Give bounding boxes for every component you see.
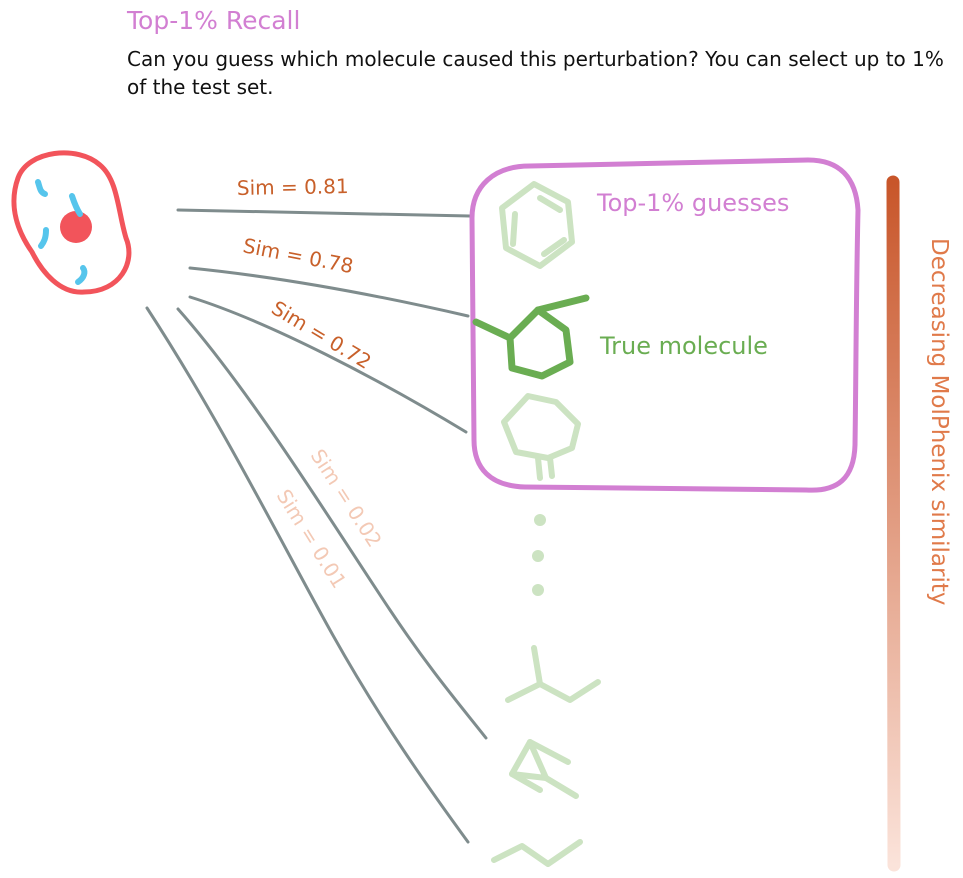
molecule-icon (501, 393, 581, 481)
title: Top-1% Recall (127, 6, 301, 35)
connector-line-1 (176, 208, 472, 218)
sim-label-2: Sim = 0.78 (241, 233, 355, 278)
benzene-icon (499, 181, 575, 269)
top-guesses-label: Top-1% guesses (596, 189, 789, 217)
sim-label-1: Sim = 0.81 (237, 174, 349, 200)
molecule-icon (491, 839, 583, 867)
connector-line-5 (145, 306, 470, 844)
cell-icon (11, 150, 132, 295)
true-molecule-icon (472, 294, 590, 380)
connector-line-2 (188, 266, 470, 318)
top-guesses-box (469, 157, 861, 493)
connector-line-3 (188, 295, 468, 434)
connector-lines (145, 208, 488, 844)
true-molecule-label: True molecule (599, 332, 768, 360)
ellipsis-icon (532, 514, 546, 596)
connector-line-4 (176, 307, 488, 740)
similarity-gradient-bar (886, 175, 901, 872)
side-bar-label: Decreasing MolPhenix similarity (926, 238, 952, 606)
question-text: Can you guess which molecule caused this… (127, 47, 944, 99)
molecule-icon (505, 645, 601, 703)
molecule-icon (509, 739, 579, 799)
